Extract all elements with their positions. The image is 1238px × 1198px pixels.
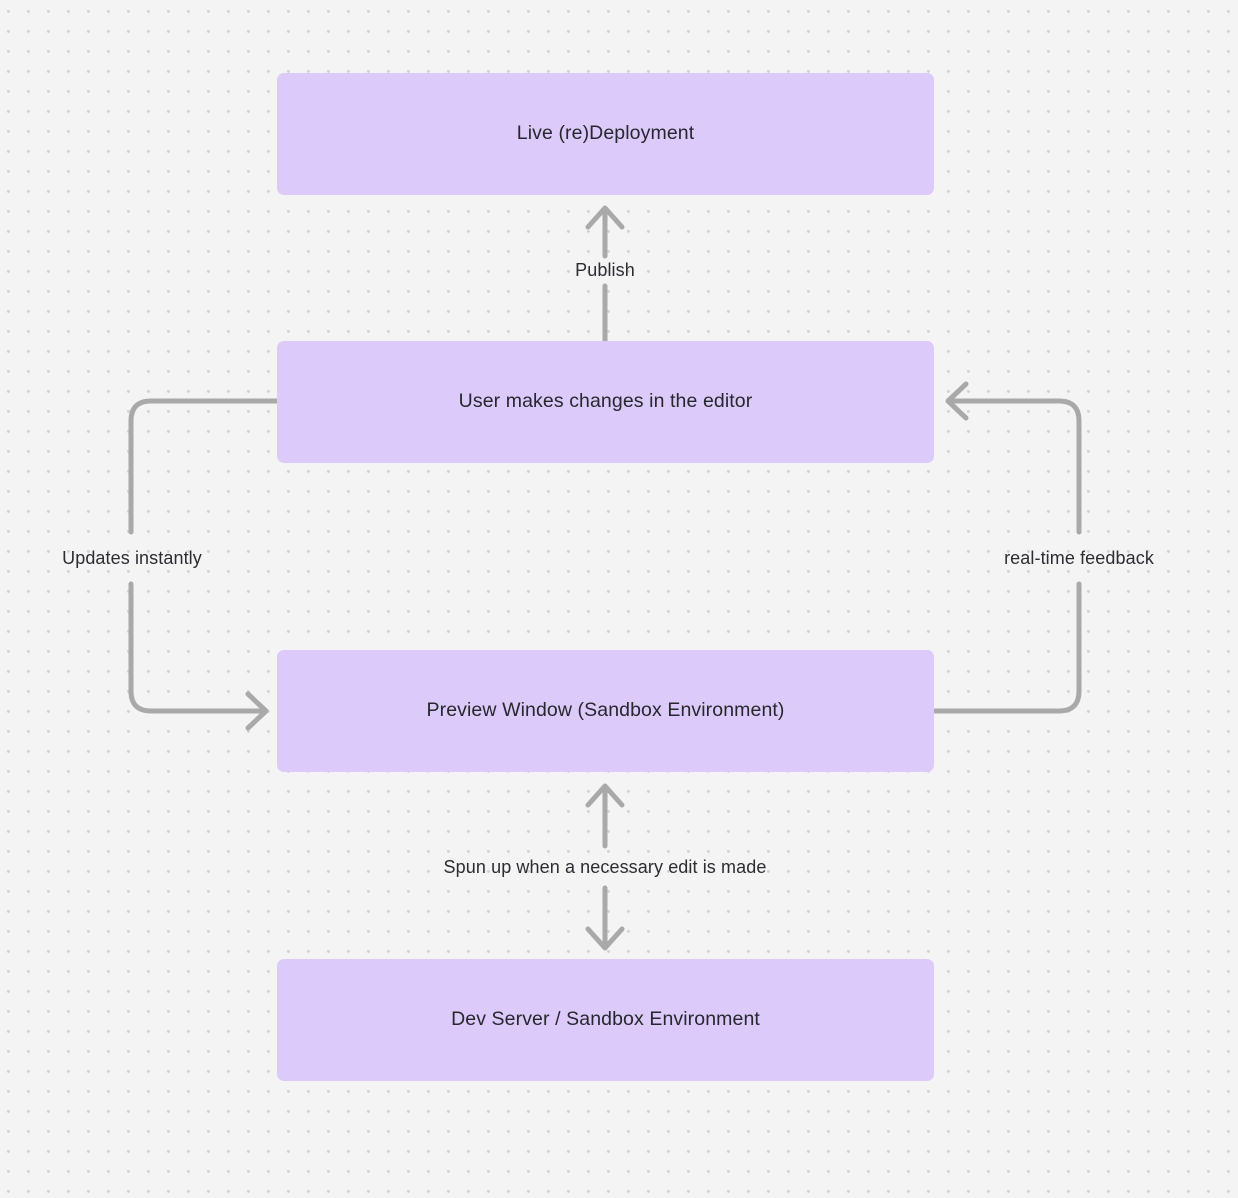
node-live-deployment[interactable]: Live (re)Deployment [277,73,934,195]
node-preview-window-label: Preview Window (Sandbox Environment) [426,699,785,722]
edge-label-updates-instantly: Updates instantly [62,548,202,568]
edge-label-spun-up: Spun up when a necessary edit is made [443,857,767,877]
node-user-makes-changes-label: User makes changes in the editor [458,390,753,413]
node-dev-server-label: Dev Server / Sandbox Environment [451,1008,760,1031]
node-user-makes-changes[interactable]: User makes changes in the editor [277,341,934,463]
node-live-deployment-label: Live (re)Deployment [516,122,695,145]
edge-label-real-time-feedback: real-time feedback [1004,548,1154,568]
node-dev-server[interactable]: Dev Server / Sandbox Environment [277,959,934,1081]
node-preview-window[interactable]: Preview Window (Sandbox Environment) [277,650,934,772]
edge-label-publish: Publish [575,260,635,280]
